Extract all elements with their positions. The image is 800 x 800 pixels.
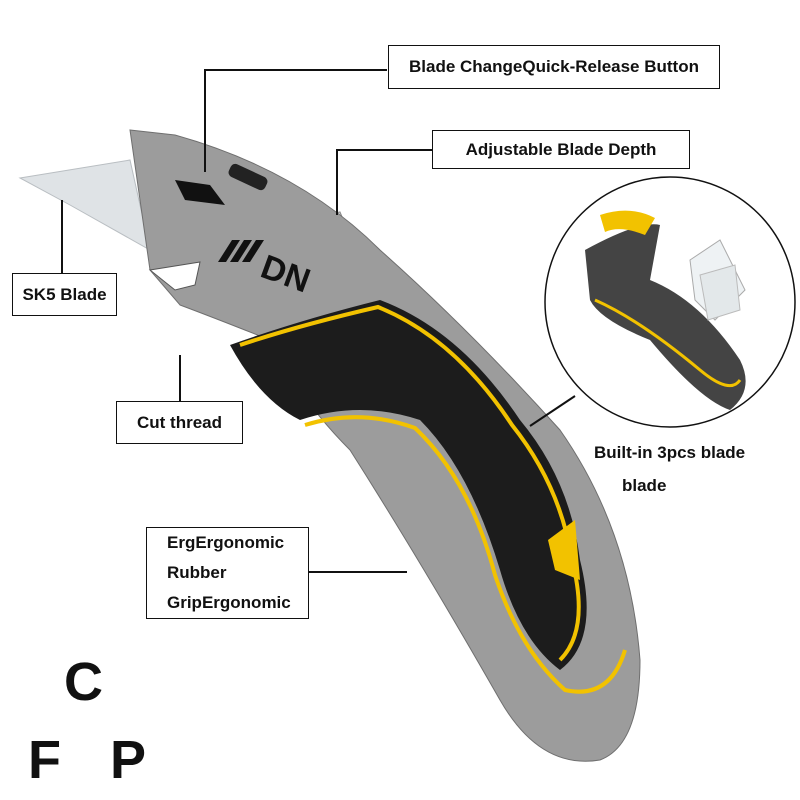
yellow-patch [548,520,580,580]
label-text: Adjustable Blade Depth [465,139,657,159]
label-adjustable-blade-depth: Adjustable Blade Depth [432,130,690,169]
letter-c: C [64,652,103,712]
label-ergonomic-grip: ErgErgonomic Rubber GripErgonomic [146,527,309,619]
yellow-stripe [239,304,581,662]
release-button [175,180,225,205]
label-text: Blade ChangeQuick-Release Button [408,57,699,76]
inset-blade-storage [544,176,796,428]
label-quick-release-button: Blade ChangeQuick-Release Button [388,45,720,89]
label-text: Cut thread [137,412,222,432]
label-cut-thread: Cut thread [116,401,243,444]
leader-lines [61,69,576,573]
label-line: Rubber [167,563,227,582]
yellow-stripe-lower [304,415,627,694]
sk5-blade [18,159,151,251]
letter-f: F [28,730,61,790]
letter-p: P [110,730,147,790]
thumb-wheel [228,163,268,191]
label-built-in-blades: Built-in 3pcs blade [594,443,746,462]
cut-thread-notch [148,261,201,291]
label-line: GripErgonomic [167,593,291,612]
rubber-grip [230,300,587,670]
label-sk5-blade: SK5 Blade [12,273,117,316]
label-line: ErgErgonomic [167,533,285,552]
label-built-in-blades-2: blade [622,476,667,495]
label-text: SK5 Blade [22,284,107,304]
